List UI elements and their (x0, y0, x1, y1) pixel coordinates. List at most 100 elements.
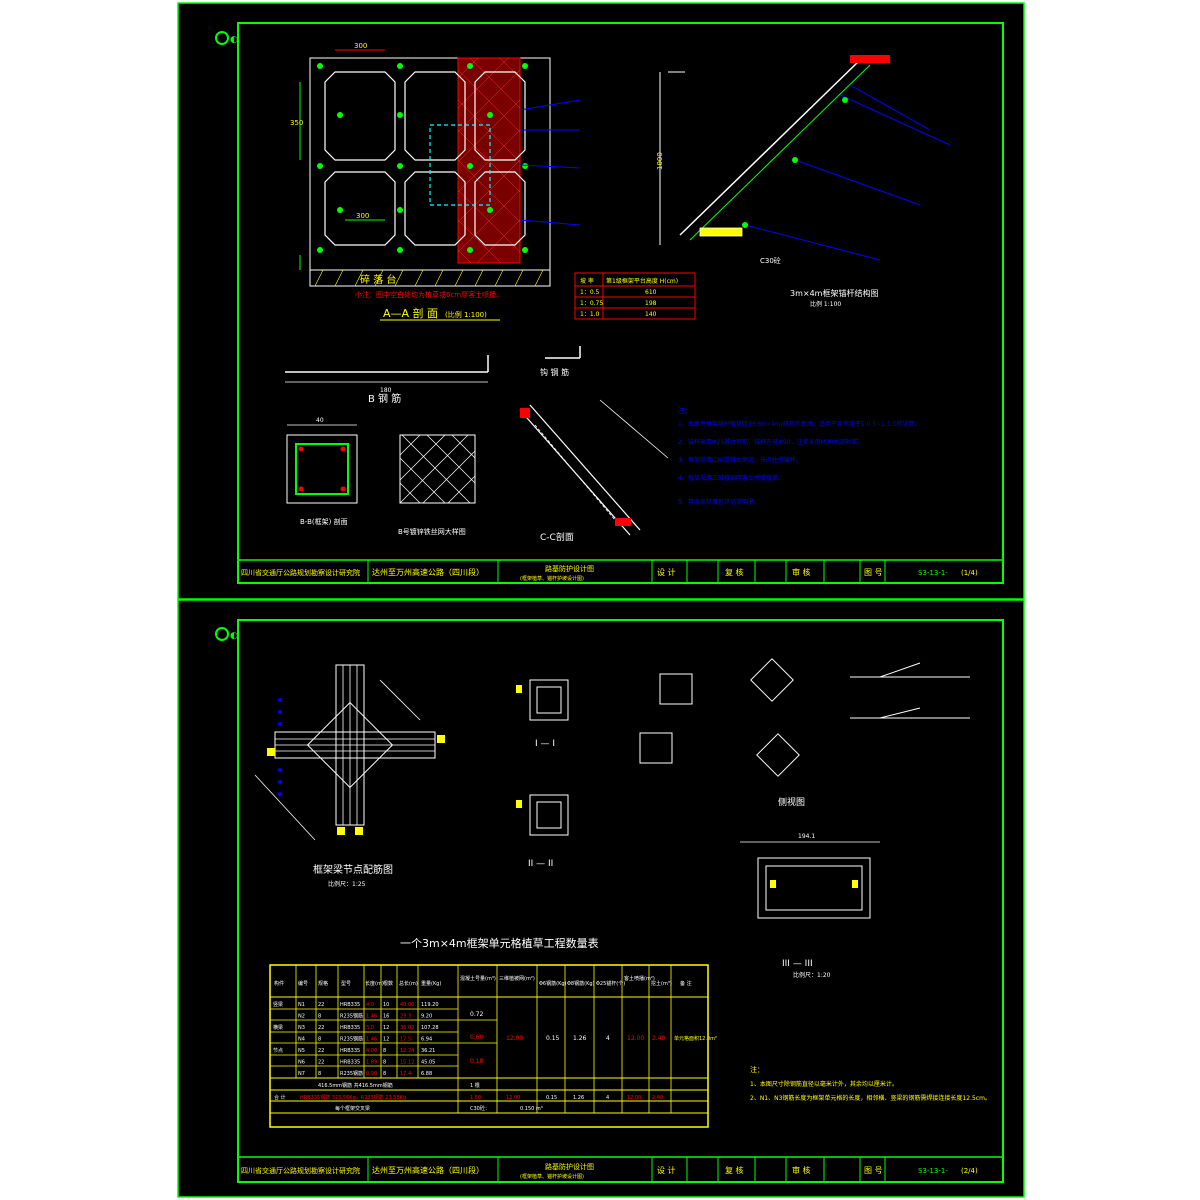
qty-cell-r2-c7: 107.28 (421, 1025, 439, 1031)
qm-8: 2.40 (652, 1035, 666, 1042)
qty-cell-r2-c2: 22 (318, 1025, 324, 1031)
title-drawing-1: 路基防护设计图 (545, 564, 594, 573)
node-rebar-label: 框架梁节点配筋图 (313, 863, 393, 876)
sec-2-label: II — II (528, 859, 553, 869)
rebar-shapes (639, 658, 970, 777)
title-org-1: 四川省交通厅公路规划勘察设计研究院 (241, 568, 360, 577)
qh-4: 长度(m) (365, 980, 384, 987)
sum-row-2b: C30砼： (470, 1105, 490, 1112)
qty-cell-r1-c2: 8 (318, 1014, 321, 1020)
sum-row-1b: 1 根 (470, 1082, 480, 1089)
qty-cell-r3-c4: 1.46 (366, 1037, 377, 1043)
dim-194: 194.1 (798, 833, 815, 840)
table-h2: 第1级框架平台高度 H(cm) (606, 277, 678, 285)
qty-cell-r1-c7: 9.20 (421, 1014, 432, 1020)
title-review-1: 复 核 (725, 567, 744, 577)
sheet-1: ◐ (177, 2, 1025, 600)
logo-2: ◐ (215, 627, 238, 641)
qty-cell-r3-c5: 12 (383, 1037, 389, 1043)
total-v2: 0.15 (546, 1095, 557, 1101)
qty-cell-r2-c4: 3.0 (366, 1025, 374, 1031)
qh-15: 备 注 (680, 980, 692, 987)
total-v1: 12.00 (506, 1095, 520, 1101)
title-org-2: 四川省交通厅公路规划勘察设计研究院 (241, 1166, 360, 1175)
qh-6: 总长(m) (399, 980, 418, 987)
qty-cell-r2-c0: 横梁 (273, 1024, 283, 1031)
qm-1: 0.60 (470, 1034, 484, 1041)
title-audit-1: 审 核 (792, 567, 811, 577)
notes-1: 注： 1、本图为框架锚杆植草防护(3m×4m)结构示意图，适用于坡率缓于1:0.… (678, 406, 921, 506)
qty-cell-r6-c7: 6.88 (421, 1071, 432, 1077)
qty-cell-r4-c2: 22 (318, 1048, 324, 1054)
node-rebar-detail: 框架梁节点配筋图 比例尺：1:25 (254, 664, 445, 888)
dim-300: 300 (354, 42, 367, 50)
qty-cell-r5-c6: 15.12 (400, 1060, 414, 1066)
dim-40: 40 (316, 417, 324, 424)
section-cc: C-C剖面 (519, 399, 669, 543)
qh-8: 混凝土号量(m³) (460, 975, 496, 982)
total-v4: 4 (606, 1095, 609, 1101)
svg-text:◐: ◐ (230, 35, 238, 45)
note-2-2: 2、N1、N3钢筋长度为框架单元格的长度，相邻横、竖梁的钢筋需焊接连接长度12.… (750, 1094, 991, 1102)
title-sub-2: (框架植草、锚杆护坡设计图) (520, 1173, 584, 1180)
qh-0: 构件 (274, 980, 284, 987)
qty-cell-r4-c3: HRB335 (340, 1048, 360, 1054)
note-2-1: 1、本图尺寸除钢筋直径以毫米计外，其余均以厘米计。 (750, 1080, 898, 1088)
title-no-1: S3-13-1- (918, 569, 948, 577)
qty-cell-r0-c3: HRB335 (340, 1002, 360, 1008)
qty-cell-r1-c5: 16 (383, 1014, 389, 1020)
qty-cell-r2-c6: 36.00 (400, 1025, 414, 1031)
qty-cell-r6-c4: 0.90 (366, 1071, 377, 1077)
total-v5: 12.00 (627, 1095, 641, 1101)
title-design-1: 设 计 (657, 567, 676, 577)
frame-grid-plan: 碎 落 台 300 300 350 小注：图中空白处均为植草或6cm厚客土喷播。… (290, 42, 581, 321)
note-1-1: 1、本图为框架锚杆植草防护(3m×4m)结构示意图，适用于坡率缓于1:0.5~1… (678, 420, 921, 428)
qty-cell-r4-c7: 36.21 (421, 1048, 435, 1054)
total-v3: 1.26 (573, 1095, 584, 1101)
title-no-2: S3-13-1- (918, 1167, 948, 1175)
qty-cell-r3-c6: 17.5 (400, 1037, 411, 1043)
qty-cell-r5-c3: HRB335 (340, 1060, 360, 1066)
qh-11: Φ8钢筋(Kg) (567, 980, 595, 987)
qty-cell-r5-c2: 22 (318, 1060, 324, 1066)
sec-3-label: III — III (782, 959, 813, 969)
table-r2c1: 1：0.75 (580, 300, 603, 307)
table-h1: 坡 率 (580, 277, 594, 285)
dim-350: 350 (290, 119, 303, 127)
qty-cell-r6-c6: 17.4 (400, 1071, 411, 1077)
sec-1-label: I — I (535, 739, 555, 749)
sheet-2: ◐ 框架梁节点配筋图 比例尺：1:25 (177, 599, 1025, 1198)
title-design-2: 设 计 (657, 1165, 676, 1175)
qh-1: 编号 (298, 980, 308, 987)
note-2-0: 注： (750, 1065, 764, 1074)
b-rebar-detail: 180 B 钢 筋 钩 钢 筋 (285, 346, 581, 405)
hook-rebar-label: 钩 钢 筋 (540, 367, 569, 377)
title-project-1: 达州至万州高速公路（四川段） (372, 567, 484, 577)
title-page-1: (1/4) (961, 569, 978, 577)
qty-cell-r4-c1: N5 (298, 1048, 305, 1054)
table-r3c1: 1：1.0 (580, 311, 600, 318)
qty-cell-r2-c1: N3 (298, 1025, 305, 1031)
total-line: HRB335钢筋 373.56Kg，R235钢筋 23.58Kg (300, 1094, 406, 1101)
sum-row-2c: 0.150 m³ (520, 1106, 543, 1112)
note-1-5: 5、其余未尽事宜详见说明书。 (678, 498, 760, 506)
table-r2c2: 198 (645, 300, 657, 307)
section-2-2: II — II (516, 794, 569, 869)
qty-cell-r1-c1: N2 (298, 1014, 305, 1020)
side-view-label: 侧视图 (778, 796, 805, 808)
title-review-2: 复 核 (725, 1165, 744, 1175)
qty-cell-r4-c0: 节点 (273, 1048, 283, 1054)
qty-table-title: 一个3m×4m框架单元格植草工程数量表 (400, 936, 599, 950)
section-bb-label: B-B(框架) 剖面 (300, 517, 348, 526)
cross-section-title: 3m×4m框架锚杆结构图 (790, 288, 878, 298)
qty-cell-r0-c7: 119.20 (421, 1002, 439, 1008)
qty-cell-r6-c2: 8 (318, 1071, 321, 1077)
logo-1: ◐ (215, 31, 238, 45)
node-rebar-scale: 比例尺：1:25 (328, 880, 366, 888)
qty-cell-r0-c2: 22 (318, 1002, 324, 1008)
title-no-label-2: 图 号 (864, 1166, 883, 1175)
mesh-detail: B号镀锌铁丝网大样图 (398, 434, 476, 536)
dim-1000: 1000 (656, 152, 664, 170)
